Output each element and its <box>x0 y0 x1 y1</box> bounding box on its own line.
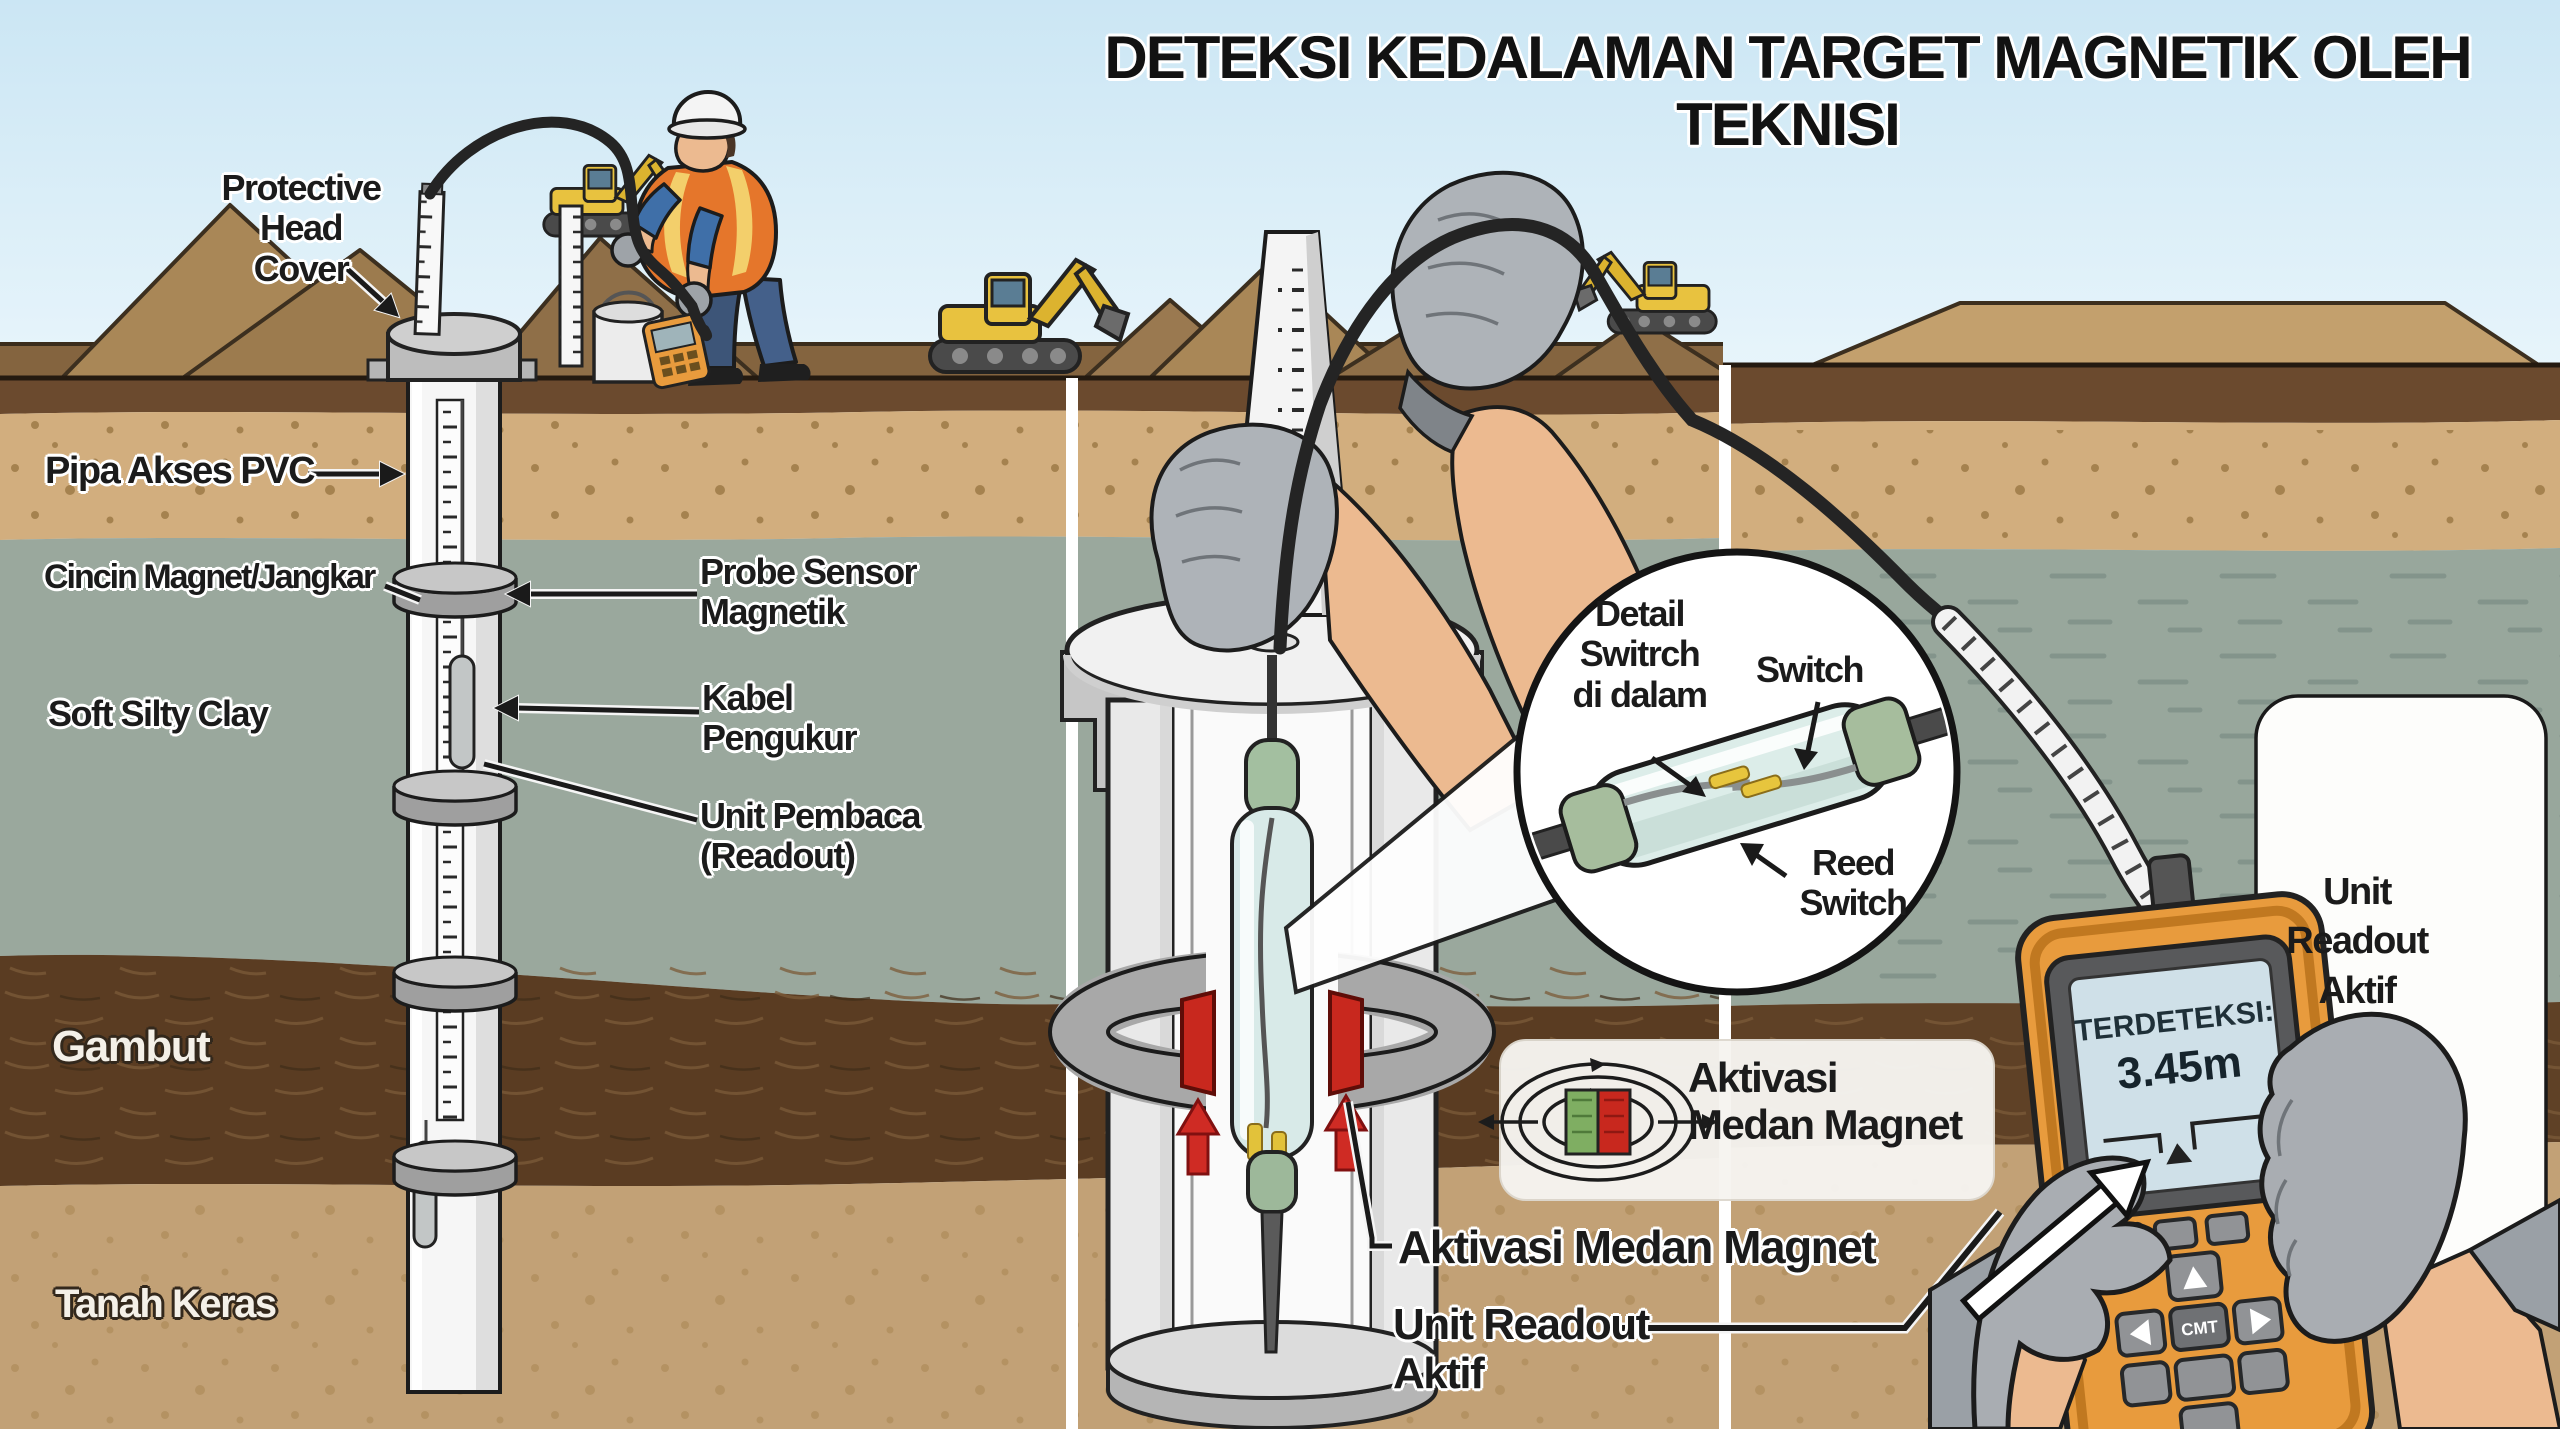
depth-profile-graphic <box>2103 1113 2267 1165</box>
probe-sensor <box>448 654 476 770</box>
probe-closeup <box>1230 655 1314 1354</box>
operator-hands <box>1928 1011 2560 1429</box>
work-glove <box>1149 422 1339 653</box>
magnet-block <box>1328 989 1364 1097</box>
reed-contact <box>1708 765 1751 790</box>
reed-contact <box>1740 774 1783 799</box>
technician <box>610 90 811 386</box>
measuring-cable <box>1273 218 1955 655</box>
work-glove <box>1971 1155 2173 1429</box>
magnet-ring <box>392 561 518 1197</box>
panel-divider <box>1066 378 1078 1429</box>
reed-switch-illustration <box>1523 696 1951 874</box>
white-pointer-arrow-icon <box>1959 1158 2152 1323</box>
measuring-cable <box>424 116 713 342</box>
magnet-field-legend <box>1478 1039 1995 1201</box>
surface-gauge-rod <box>413 182 446 336</box>
magnet-field-icon <box>1478 1058 1718 1182</box>
detail-inset <box>1513 548 1961 996</box>
field-bucket <box>558 204 664 384</box>
work-glove <box>2257 1011 2468 1344</box>
protective-head-cover <box>366 312 538 382</box>
hard-hat-icon <box>671 90 743 130</box>
pipe-cutaway <box>1048 592 1496 1429</box>
cmt-key-label: CMT <box>2180 1317 2219 1340</box>
leader-lines <box>1343 1101 2005 1334</box>
handheld-readout-small <box>641 312 711 390</box>
cmt-key <box>2168 1301 2231 1352</box>
access-pipe-assembly <box>366 182 538 1394</box>
leader-lines <box>308 262 700 825</box>
magnet-block <box>1180 989 1216 1097</box>
